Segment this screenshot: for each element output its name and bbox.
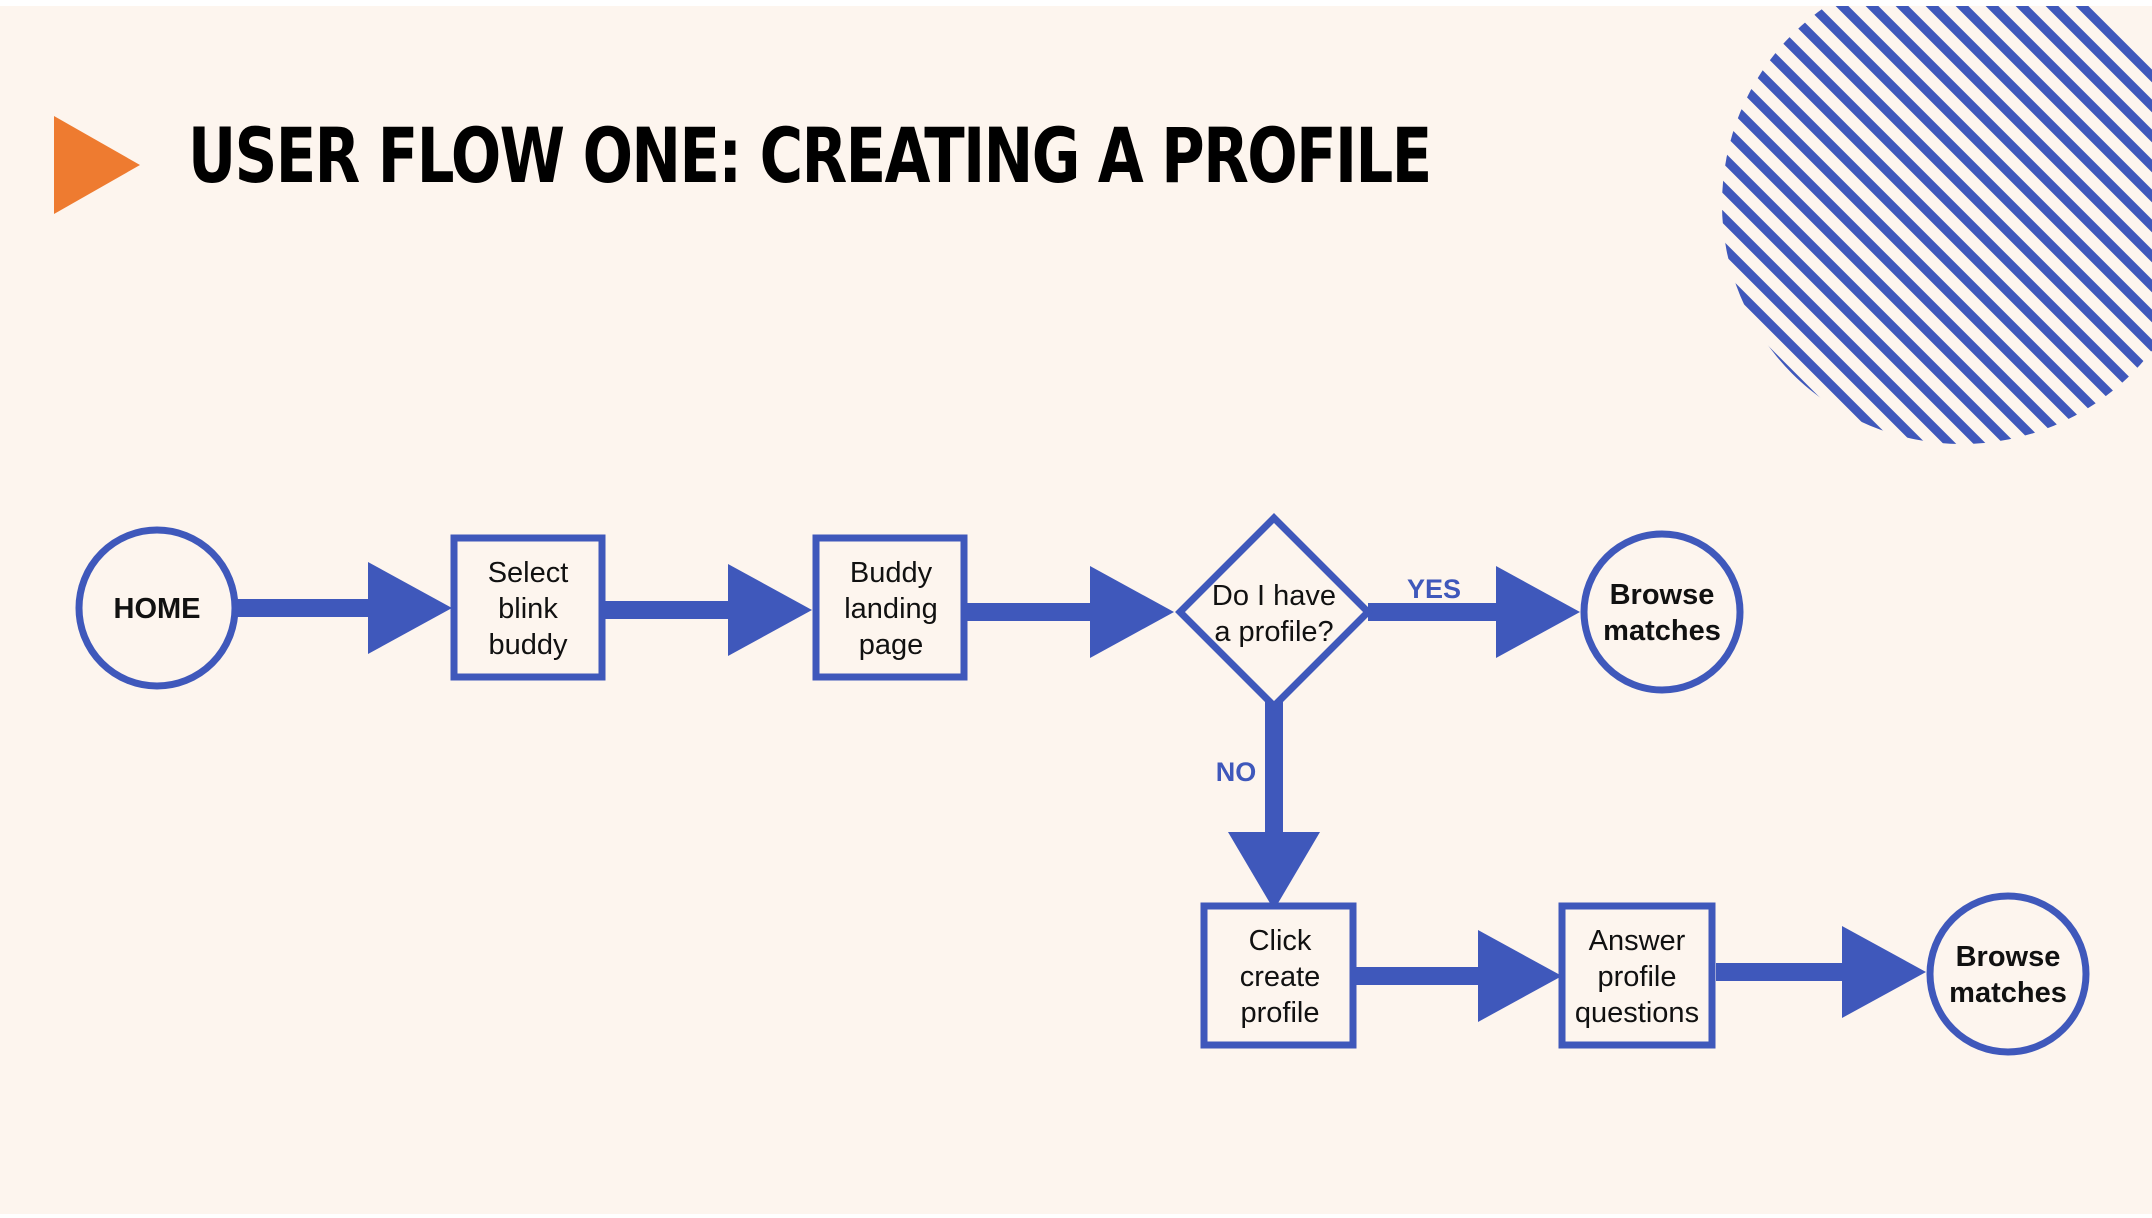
node-label-line: Do I have xyxy=(1212,580,1336,612)
node-label-line: Browse xyxy=(1610,579,1715,611)
node-select-label: Select blink buddy xyxy=(488,557,569,661)
arrow-landing-to-decision xyxy=(965,566,1174,658)
decoration-stripe xyxy=(1988,6,2152,444)
node-label-line: blink xyxy=(498,593,558,625)
connectors xyxy=(236,562,1926,1022)
node-answer-profile-questions: Answer profile questions xyxy=(1558,902,1716,1049)
decoration-stripe xyxy=(1898,6,2152,444)
node-landing-label: Buddy landing page xyxy=(844,557,938,661)
decoration-stripe xyxy=(1722,6,2152,444)
node-label-line: profile xyxy=(1598,961,1677,993)
decoration-stripe xyxy=(1928,6,2152,444)
arrow-decision-to-click xyxy=(1228,702,1320,910)
decoration-stripe xyxy=(1958,6,2152,444)
node-select-blink-buddy: Select blink buddy xyxy=(450,534,606,681)
arrow-decision-to-browse xyxy=(1368,566,1580,658)
node-label-line: a profile? xyxy=(1214,616,1333,648)
node-decision-label: Do I have a profile? xyxy=(1212,580,1336,648)
node-label-line: questions xyxy=(1575,997,1699,1029)
node-label-line: Buddy xyxy=(850,557,933,589)
decoration-stripe xyxy=(1838,6,2152,444)
decoration-stripe xyxy=(2018,6,2152,444)
branch-no-label: NO xyxy=(1216,757,1257,787)
branch-yes-label: YES xyxy=(1407,574,1461,604)
node-label-line: HOME xyxy=(114,593,201,625)
node-label-line: Select xyxy=(488,557,569,589)
decoration-stripe xyxy=(1868,6,2152,444)
node-label-line: Answer xyxy=(1589,925,1686,957)
decoration-stripe xyxy=(1722,6,2096,444)
decoration-stripe xyxy=(1722,6,2006,444)
node-label-line: page xyxy=(859,629,924,661)
decoration-stripe xyxy=(1748,6,2152,444)
node-buddy-landing-page: Buddy landing page xyxy=(812,534,968,681)
node-browse-top-label: Browse matches xyxy=(1603,579,1721,647)
decoration-stripe xyxy=(1722,6,2036,444)
node-browse-matches-bottom: Browse matches xyxy=(1926,892,2090,1056)
node-click-label: Click create profile xyxy=(1240,925,1321,1029)
node-home-label: HOME xyxy=(114,593,201,625)
striped-circle-decoration xyxy=(1722,6,2152,444)
arrow-select-to-landing xyxy=(603,564,812,656)
page-title: USER FLOW ONE: CREATING A PROFILE xyxy=(188,111,1432,200)
node-answer-label: Answer profile questions xyxy=(1575,925,1699,1029)
decoration-stripe xyxy=(1808,6,2152,444)
node-label-line: matches xyxy=(1603,615,1721,647)
arrow-answer-to-browse xyxy=(1716,926,1926,1018)
node-label-line: Click xyxy=(1249,925,1312,957)
arrow-click-to-answer xyxy=(1354,930,1562,1022)
play-triangle-icon xyxy=(54,116,140,214)
node-label-line: create xyxy=(1240,961,1321,993)
node-decision-have-profile: Do I have a profile? xyxy=(1175,513,1373,711)
node-label-line: landing xyxy=(844,593,938,625)
decoration-stripe xyxy=(1722,6,2066,444)
node-label-line: matches xyxy=(1949,977,2067,1009)
node-browse-bottom-label: Browse matches xyxy=(1949,941,2067,1009)
slide: HOME Select blink buddy Buddy landing page D… xyxy=(0,6,2152,1214)
flow-diagram: HOME Select blink buddy Buddy landing page D… xyxy=(54,6,2152,1056)
node-label-line: profile xyxy=(1241,997,1320,1029)
node-label-line: Browse xyxy=(1956,941,2061,973)
decoration-stripe xyxy=(1722,6,2152,444)
decoration-stripe xyxy=(1722,6,1916,444)
node-home: HOME xyxy=(75,526,239,690)
decoration-stripe xyxy=(1778,6,2152,444)
node-click-create-profile: Click create profile xyxy=(1200,902,1357,1049)
decoration-stripe xyxy=(1722,6,1976,444)
arrow-home-to-select xyxy=(236,562,452,654)
node-browse-matches-top: Browse matches xyxy=(1580,530,1744,694)
node-label-line: buddy xyxy=(488,629,568,661)
decoration-stripe xyxy=(1722,6,1946,444)
decoration-stripe xyxy=(1722,6,2126,444)
